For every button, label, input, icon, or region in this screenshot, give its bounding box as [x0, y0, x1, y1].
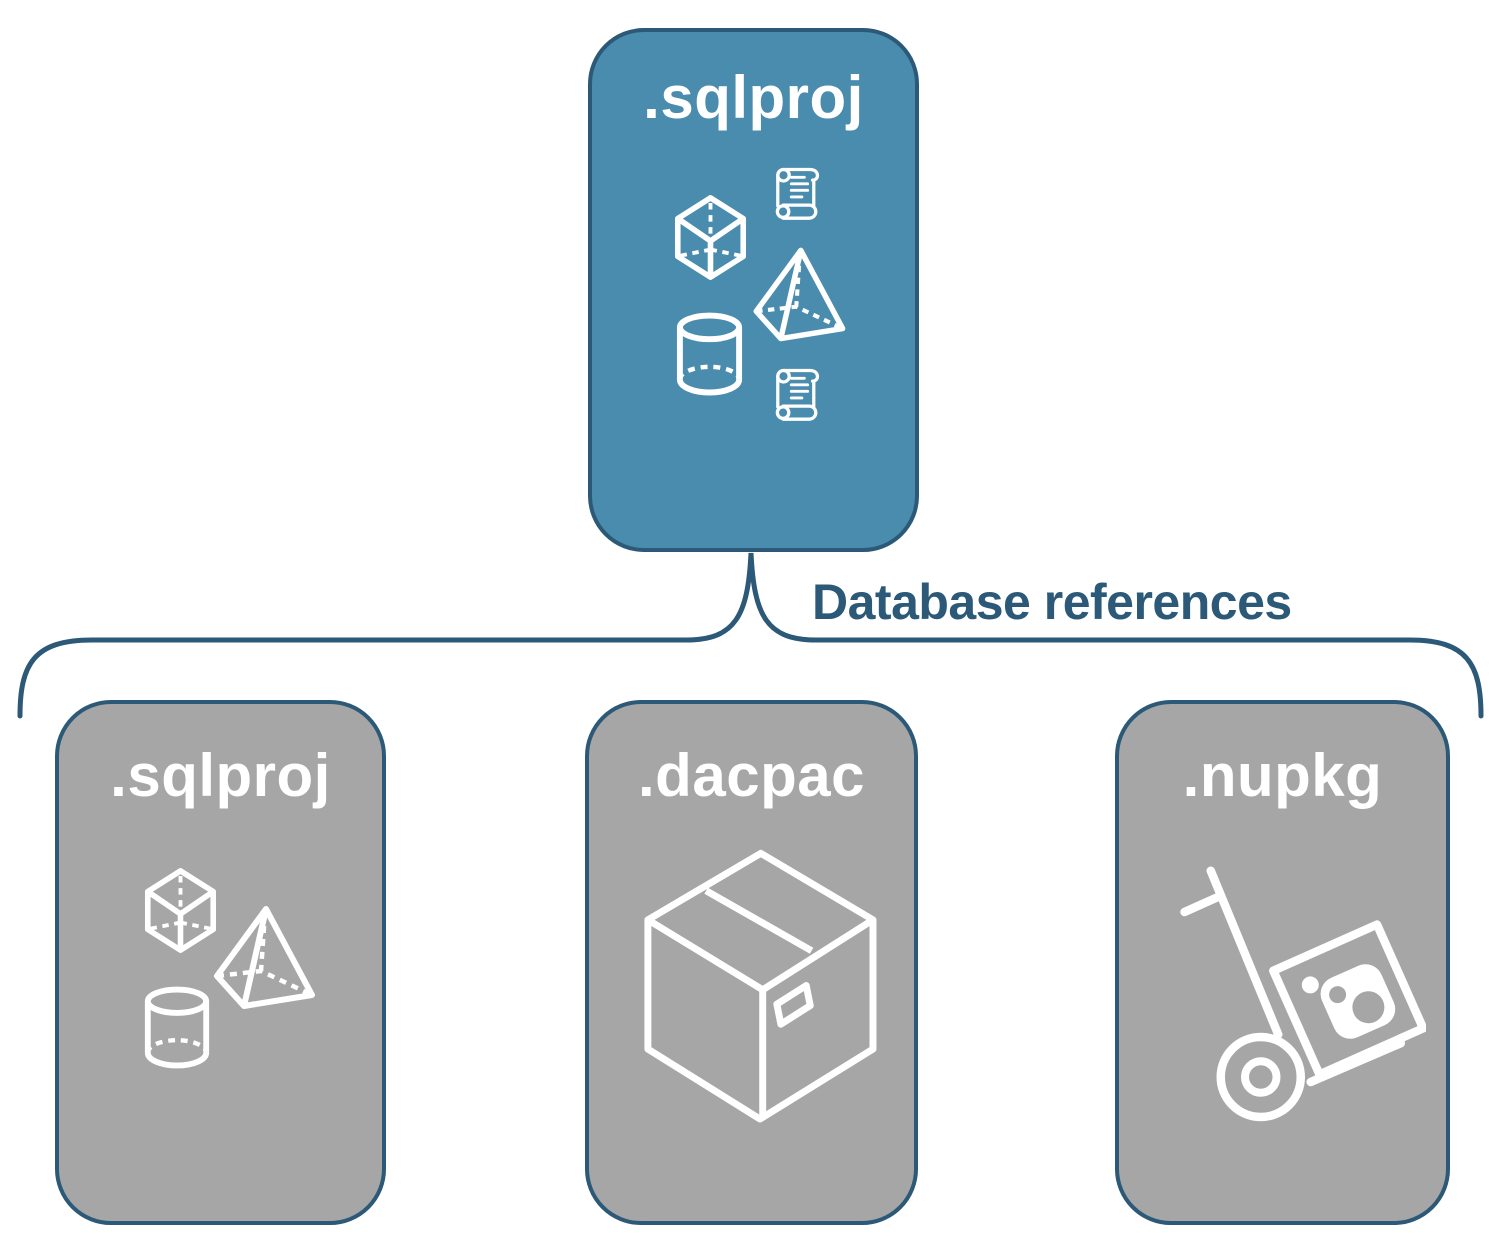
child-node-card-dacpac: .dacpac [585, 700, 918, 1225]
root-node-title: .sqlproj [643, 64, 864, 131]
hand-truck-nuget-icon [1173, 862, 1426, 1127]
cylinder-icon [141, 984, 213, 1073]
child-node-title: .dacpac [638, 742, 865, 809]
script-scroll-icon [775, 167, 820, 220]
pyramid-icon [209, 902, 319, 1012]
script-scroll-icon [775, 368, 820, 421]
child-node-title: .nupkg [1182, 742, 1383, 809]
cylinder-icon [673, 310, 746, 400]
root-node-card: .sqlproj [588, 28, 919, 552]
package-box-icon [638, 841, 881, 1130]
pyramid-icon [744, 244, 854, 344]
child-node-card-nupkg: .nupkg [1115, 700, 1450, 1225]
brace-connector [17, 552, 1484, 719]
connector-label: Database references [812, 574, 1292, 630]
child-node-card-sqlproj: .sqlproj [55, 700, 386, 1225]
child-node-title: .sqlproj [110, 742, 331, 809]
